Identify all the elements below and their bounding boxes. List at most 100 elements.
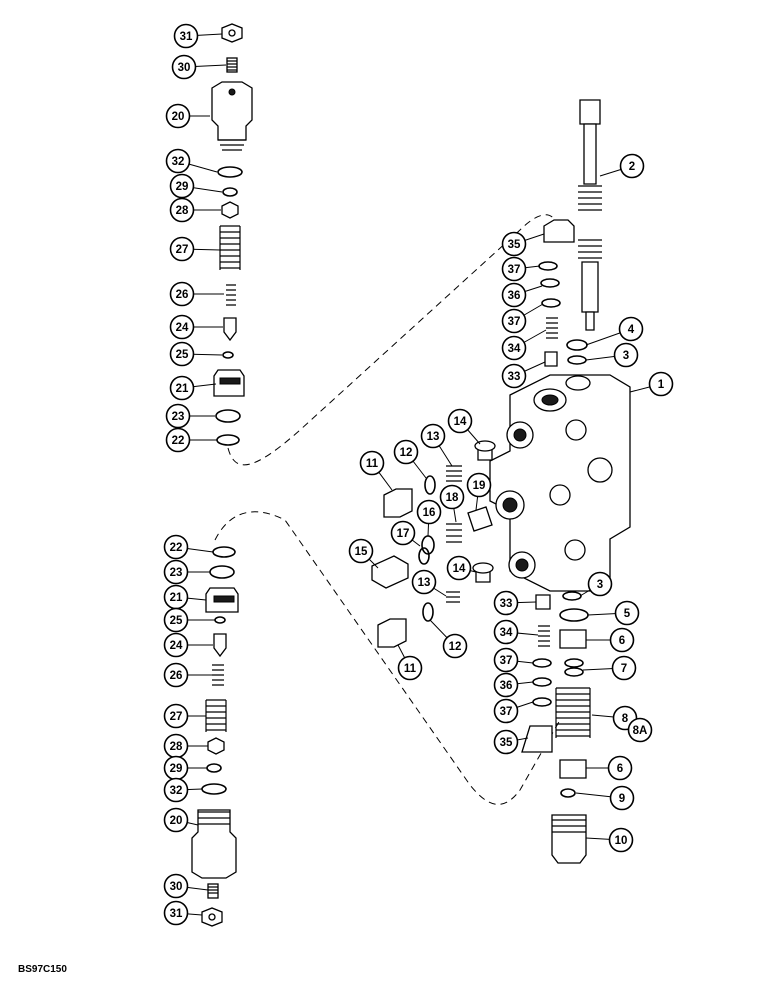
callout-circle-25 xyxy=(169,341,195,367)
callout-circle-30 xyxy=(171,54,197,80)
callout-label-14: 14 xyxy=(453,563,466,575)
callout-circle-13 xyxy=(411,569,437,595)
callout-label-15: 15 xyxy=(355,546,368,558)
callout-circle-15 xyxy=(348,538,374,564)
callout-label-31: 31 xyxy=(180,31,193,43)
callout-circle-7 xyxy=(611,655,637,681)
callout-circle-3 xyxy=(613,342,639,368)
callout-label-22: 22 xyxy=(170,542,183,554)
callout-label-14: 14 xyxy=(454,416,467,428)
callout-label-34: 34 xyxy=(500,627,513,639)
callout-label-31: 31 xyxy=(170,908,183,920)
callout-circle-20 xyxy=(163,807,189,833)
callout-label-26: 26 xyxy=(170,670,183,682)
callout-label-6: 6 xyxy=(619,635,625,647)
left-bottom-stack xyxy=(191,546,239,927)
callout-label-24: 24 xyxy=(176,322,189,334)
center-parts xyxy=(371,440,496,648)
callout-circle-36 xyxy=(501,282,527,308)
callout-label-33: 33 xyxy=(500,598,513,610)
callout-label-13: 13 xyxy=(427,431,440,443)
callout-label-37: 37 xyxy=(508,316,521,328)
dashed-link-upper xyxy=(227,214,556,466)
callout-label-21: 21 xyxy=(176,383,189,395)
callout-circle-17 xyxy=(390,520,416,546)
callout-label-24: 24 xyxy=(170,640,183,652)
callout-label-6: 6 xyxy=(617,763,623,775)
callout-circle-36 xyxy=(493,672,519,698)
callout-circle-3 xyxy=(587,571,613,597)
callout-circle-33 xyxy=(501,363,527,389)
callout-circle-10 xyxy=(608,827,634,853)
callout-circle-11 xyxy=(359,450,385,476)
callout-label-10: 10 xyxy=(615,835,628,847)
callout-circle-23 xyxy=(165,403,191,429)
callout-circle-28 xyxy=(169,197,195,223)
callout-label-37: 37 xyxy=(500,706,513,718)
callout-circle-21 xyxy=(169,375,195,401)
callout-circle-37 xyxy=(501,308,527,334)
callout-circle-1 xyxy=(648,371,674,397)
callout-label-35: 35 xyxy=(500,737,513,749)
callout-label-34: 34 xyxy=(508,343,521,355)
callout-label-8: 8 xyxy=(622,713,629,725)
callout-label-7: 7 xyxy=(621,663,627,675)
callout-circle-37 xyxy=(493,647,519,673)
callout-circle-34 xyxy=(501,335,527,361)
callout-label-4: 4 xyxy=(628,324,635,336)
callout-label-12: 12 xyxy=(449,641,462,653)
callout-circle-22 xyxy=(165,427,191,453)
callout-circle-11 xyxy=(397,655,423,681)
callout-circle-32 xyxy=(163,777,189,803)
callout-circle-27 xyxy=(163,703,189,729)
callout-circle-4 xyxy=(618,316,644,342)
callout-group: 3130203229282726242521232223537363734334… xyxy=(163,23,674,926)
callout-circle-16 xyxy=(416,499,442,525)
figure-code: BS97C150 xyxy=(18,964,67,975)
callout-circle-14 xyxy=(447,408,473,434)
callout-label-3: 3 xyxy=(623,350,629,362)
callout-circle-33 xyxy=(493,590,519,616)
callout-circle-34 xyxy=(493,619,519,645)
callout-label-22: 22 xyxy=(172,435,185,447)
callout-label-20: 20 xyxy=(172,111,185,123)
callout-label-1: 1 xyxy=(658,379,665,391)
callout-label-11: 11 xyxy=(404,663,417,675)
callout-label-21: 21 xyxy=(170,592,183,604)
callout-label-36: 36 xyxy=(500,680,513,692)
callout-label-30: 30 xyxy=(170,881,183,893)
callout-label-32: 32 xyxy=(170,785,183,797)
callout-label-27: 27 xyxy=(170,711,183,723)
callout-label-3: 3 xyxy=(597,579,603,591)
callout-circle-37 xyxy=(493,698,519,724)
callout-label-36: 36 xyxy=(508,290,521,302)
callout-label-17: 17 xyxy=(397,528,410,540)
callout-label-30: 30 xyxy=(178,62,191,74)
callout-label-35: 35 xyxy=(508,239,521,251)
callout-label-8A: 8A xyxy=(633,725,648,737)
callout-label-5: 5 xyxy=(624,608,631,620)
callout-label-2: 2 xyxy=(629,161,635,173)
callout-label-25: 25 xyxy=(176,349,189,361)
left-top-stack xyxy=(211,23,253,446)
callout-label-33: 33 xyxy=(508,371,521,383)
callout-circle-6 xyxy=(609,627,635,653)
callout-label-37: 37 xyxy=(508,264,521,276)
callout-circle-20 xyxy=(165,103,191,129)
callout-label-27: 27 xyxy=(176,244,189,256)
callout-circle-23 xyxy=(163,559,189,585)
callout-label-9: 9 xyxy=(619,793,625,805)
dashed-link-lower xyxy=(214,511,561,805)
callout-circle-35 xyxy=(501,231,527,257)
callout-circle-27 xyxy=(169,236,195,262)
callout-label-13: 13 xyxy=(418,577,431,589)
callout-circle-18 xyxy=(439,484,465,510)
callout-circle-12 xyxy=(393,439,419,465)
callout-circle-19 xyxy=(466,472,492,498)
callout-label-23: 23 xyxy=(172,411,185,423)
callout-circle-31 xyxy=(163,900,189,926)
right-spool-stack xyxy=(538,99,602,367)
callout-circle-25 xyxy=(163,607,189,633)
